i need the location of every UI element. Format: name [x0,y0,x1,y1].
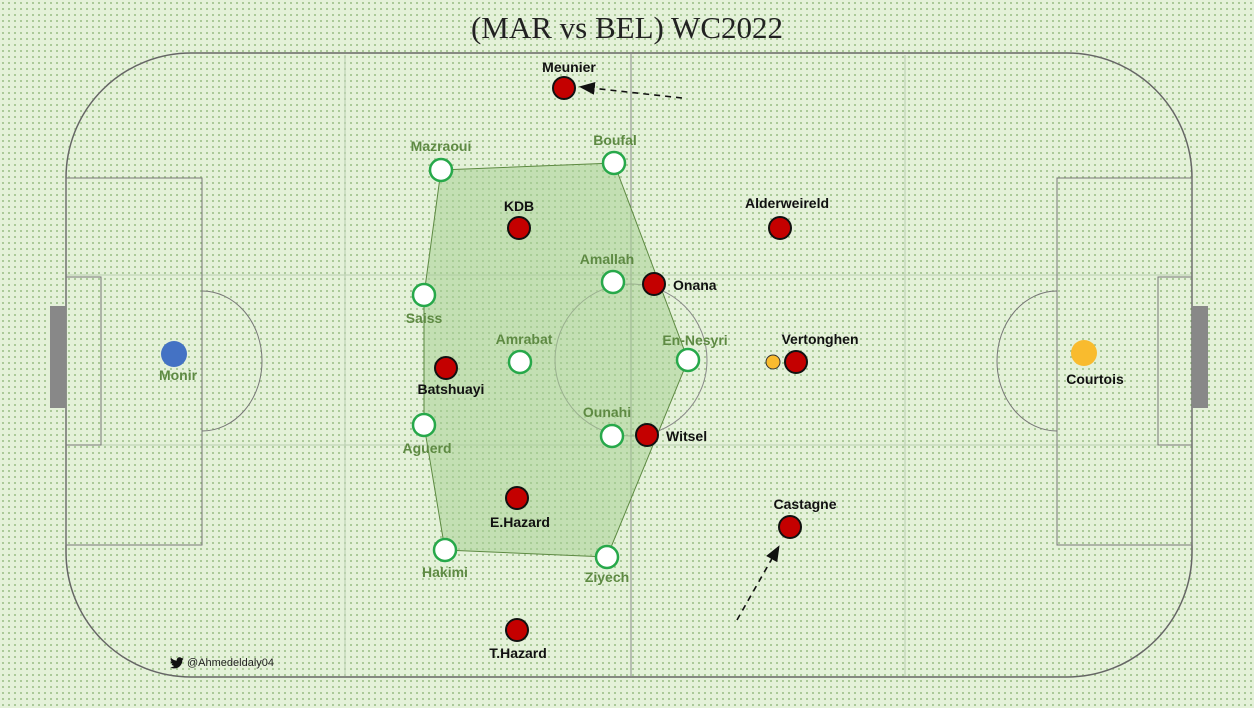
twitter-icon [170,657,184,669]
ball [765,354,781,370]
belgium-markers [434,76,808,642]
player-marker-onana [642,272,666,296]
player-marker-castagne [778,515,802,539]
player-label-courtois: Courtois [1066,371,1124,387]
left-six-yard-box [65,276,102,446]
player-marker-amallah [600,269,626,295]
player-label-e-hazard: E.Hazard [490,514,550,530]
player-marker-e-hazard [505,486,529,510]
player-marker-monir [161,341,187,367]
castagne-arrow [736,545,780,621]
credit: @Ahmedeldaly04 [170,657,274,669]
left-goal [50,306,66,408]
player-marker-batshuayi [434,356,458,380]
player-label-hakimi: Hakimi [422,564,468,580]
player-label-monir: Monir [158,367,198,383]
left-penalty-arc [201,290,263,432]
player-label-witsel: Witsel [666,428,708,444]
player-marker-t-hazard [505,618,529,642]
player-label-ounahi: Ounahi [582,404,632,420]
player-label-alderweireld: Alderweireld [744,195,830,211]
player-marker-amrabat [507,349,533,375]
player-marker-courtois [1071,340,1097,366]
morocco-markers [411,150,701,570]
player-label-meunier: Meunier [542,59,596,75]
page-title: (MAR vs BEL) WC2022 [470,10,783,45]
player-label-saiss: Saiss [405,310,443,326]
right-goal [1192,306,1208,408]
player-marker-alderweireld [768,216,792,240]
player-marker-saiss [411,282,437,308]
player-marker-mazraoui [428,157,454,183]
credit-handle: @Ahmedeldaly04 [187,657,274,669]
player-marker-witsel [635,423,659,447]
right-penalty-arc [996,290,1058,432]
player-marker-en-nesyri [675,347,701,373]
player-marker-ounahi [599,423,625,449]
player-label-batshuayi: Batshuayi [417,381,485,397]
player-label-ziyech: Ziyech [584,569,630,585]
player-marker-aguerd [411,412,437,438]
player-marker-kdb [507,216,531,240]
player-marker-hakimi [432,537,458,563]
player-label-t-hazard: T.Hazard [489,645,547,661]
player-label-aguerd: Aguerd [402,440,452,456]
player-label-en-nesyri: En-Nesyri [662,332,728,348]
player-marker-ziyech [594,544,620,570]
player-marker-vertonghen [784,350,808,374]
morocco-shape [423,162,689,558]
player-marker-boufal [601,150,627,176]
meunier-arrow [578,82,683,99]
player-label-amrabat: Amrabat [495,331,553,347]
right-six-yard-box [1157,276,1193,446]
player-label-castagne: Castagne [773,496,837,512]
player-marker-meunier [552,76,576,100]
player-label-vertonghen: Vertonghen [781,331,859,347]
player-label-kdb: KDB [503,198,535,214]
player-label-amallah: Amallah [579,251,635,267]
player-label-mazraoui: Mazraoui [410,138,472,154]
player-label-boufal: Boufal [593,132,637,148]
player-label-onana: Onana [673,277,717,293]
